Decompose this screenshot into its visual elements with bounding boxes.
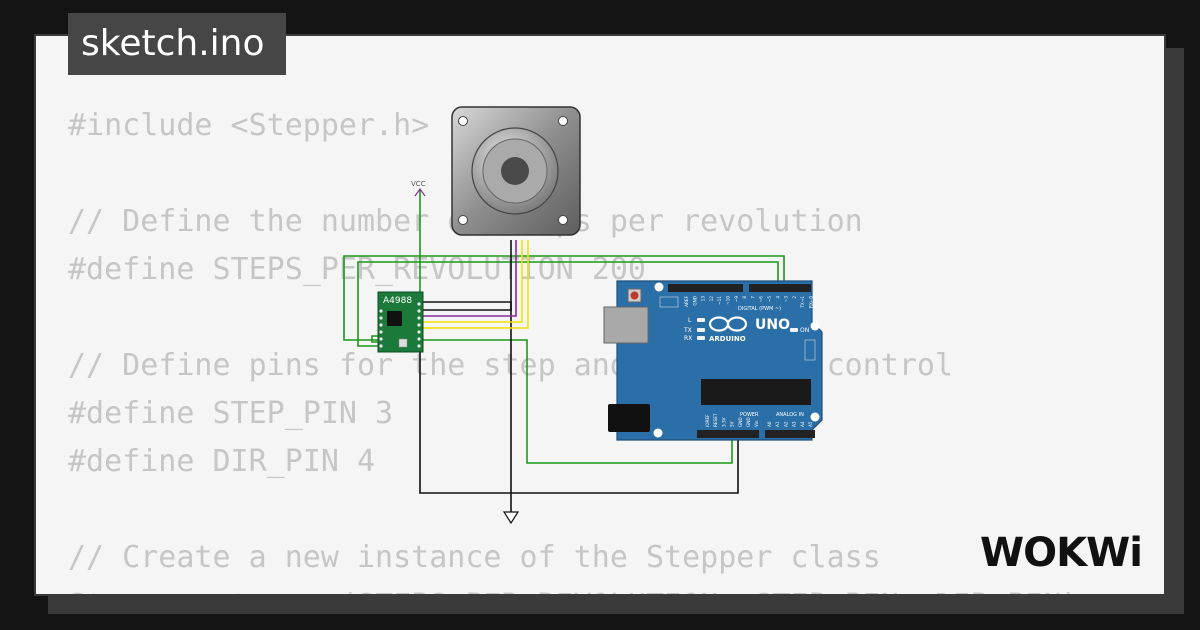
a4988-driver[interactable]: A4988: [377, 291, 424, 353]
pin-label: A5: [808, 421, 813, 427]
pin-label: 12: [709, 296, 714, 302]
pin-label: Vin: [754, 420, 759, 427]
digital-header-left: [668, 284, 743, 292]
reset-button-cap: [630, 291, 639, 300]
file-tab[interactable]: sketch.ino: [68, 13, 286, 75]
power-header: [697, 430, 759, 438]
pin-label: A4: [800, 421, 805, 427]
wokwi-logo-text: WOKWi: [980, 530, 1142, 576]
pin-label: ~6: [759, 296, 764, 303]
digital-header-right: [749, 284, 811, 292]
code-line: Stepper stepper(STEPS_PER_REVOLUTION, ST…: [68, 582, 1098, 594]
wires: [343, 190, 785, 512]
pin-label: TX→1: [800, 296, 805, 309]
code-line: #define STEP_PIN 3: [68, 396, 394, 431]
usb-port: [603, 306, 649, 344]
pin-label: RESET: [713, 413, 718, 427]
code-line: #include <Stepper.h>: [68, 108, 430, 143]
pin-label: A1: [775, 421, 780, 427]
pin-label: 8: [742, 296, 747, 299]
wire-reset-sleep: [371, 335, 380, 343]
pin-label: 3.3V: [721, 417, 726, 427]
pin-label: AREF: [684, 295, 689, 306]
wire-step: [357, 261, 779, 347]
wire-gnd-board: [419, 352, 739, 494]
code-line: // Create a new instance of the Stepper …: [68, 540, 881, 575]
board-model-label: UNO: [755, 317, 790, 333]
driver-label: A4988: [383, 296, 412, 306]
atmega-chip: [701, 379, 811, 405]
wire-coil-4: [422, 240, 529, 329]
power-jack: [608, 404, 650, 432]
pin-label: A0: [767, 421, 772, 427]
code-card: #include <Stepper.h>// Define the number…: [34, 34, 1166, 596]
code-line: #define STEPS_PER_REVOLUTION 200: [68, 252, 646, 287]
pin-label: 4: [775, 296, 780, 299]
pin-label: ~11: [717, 296, 722, 305]
code-line: #define DIR_PIN 4: [68, 444, 376, 479]
pin-label: GND: [692, 296, 697, 306]
wire-coil-1: [422, 240, 512, 311]
led-tx-label: TX: [683, 327, 692, 334]
arduino-logo-icon: [708, 316, 748, 332]
power-header-label: POWER: [740, 412, 759, 418]
pin-label: 7: [750, 296, 755, 299]
led-l-label: L: [688, 317, 692, 324]
pin-label: ~10: [726, 296, 731, 305]
pin-label: ~9: [734, 296, 739, 303]
wire-gnd-motor: [422, 301, 512, 512]
wire-dir: [343, 255, 785, 341]
wokwi-logo: WOKWi: [980, 530, 1143, 576]
pin-label: IOREF: [705, 414, 710, 427]
analog-header-label: ANALOG IN: [776, 412, 804, 418]
arduino-uno-board[interactable]: L TX RX ON UNO ARDUINO DIGITAL (PWM ~) P…: [603, 280, 823, 441]
pin-label: A3: [792, 421, 797, 427]
pin-label: ~5: [767, 296, 772, 303]
pin-label: 13: [701, 296, 706, 302]
wire-coil-3: [422, 240, 523, 323]
pin-label: A2: [783, 421, 788, 427]
pin-label: 2: [792, 296, 797, 299]
board-brand-label: ARDUINO: [709, 335, 746, 343]
pin-label: GND: [746, 417, 751, 427]
vcc-symbol: VCC: [411, 180, 426, 197]
pin-label: 5V: [730, 421, 735, 427]
wire-5v: [422, 339, 733, 464]
analog-header: [765, 430, 815, 438]
pin-label: RX←0: [809, 296, 814, 308]
led-on-label: ON: [800, 327, 809, 334]
driver-chip: [387, 311, 402, 326]
ground-icon: [502, 511, 520, 525]
pin-label: ~3: [784, 296, 789, 303]
vcc-label: VCC: [411, 180, 426, 188]
wire-coil-2: [422, 240, 517, 317]
pin-label: GND: [738, 417, 743, 427]
code-editor: #include <Stepper.h>// Define the number…: [68, 102, 1098, 594]
vcc-arrow-icon: [414, 187, 426, 197]
digital-header-label: DIGITAL (PWM ~): [738, 306, 781, 312]
driver-potentiometer: [398, 338, 408, 348]
stepper-motor[interactable]: [451, 106, 581, 236]
led-rx-label: RX: [684, 335, 692, 342]
